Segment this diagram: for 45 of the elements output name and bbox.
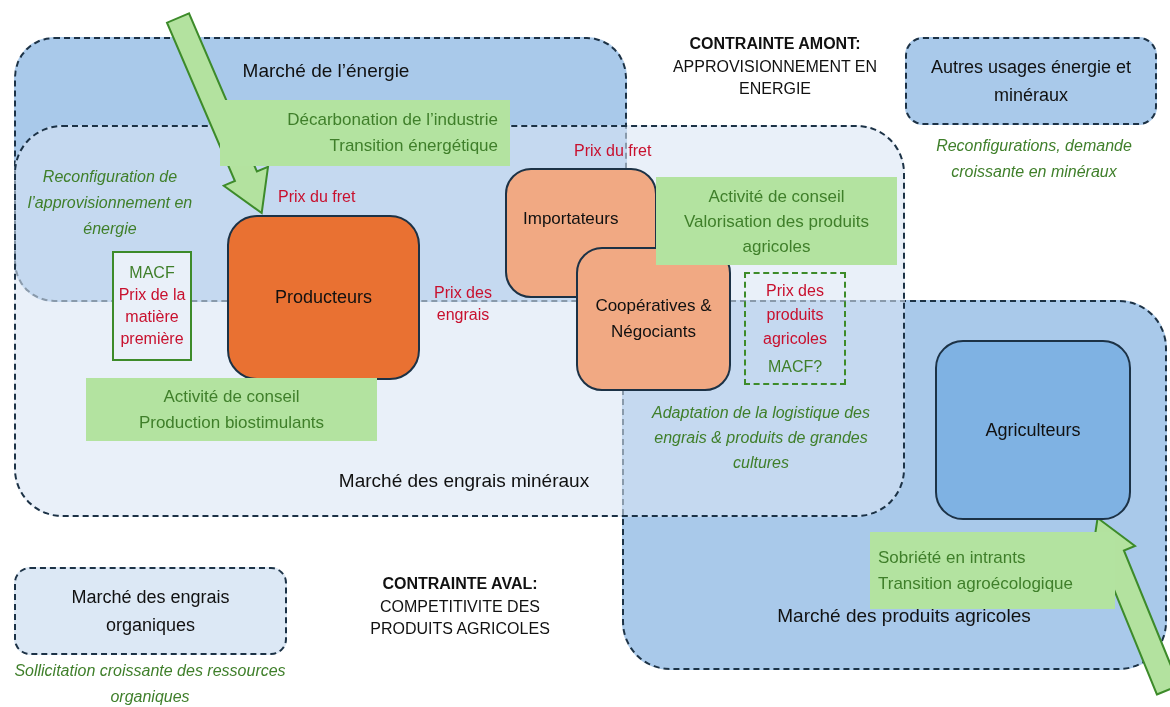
box-label: Activité de conseil [163,385,300,408]
box-label: Activité de conseil [708,185,845,208]
actor-box [935,340,1131,520]
box-label: Agriculteurs [985,418,1081,442]
note-text: Reconfigurations, demande croissante en minéraux [935,136,1133,182]
box-label: MACF [129,263,175,283]
constraint-text: COMPETITIVITE DES PRODUITS AGRICOLES [369,597,551,639]
note-text: Adaptation de la logistique des engrais & produits de grandes cultures [650,403,871,473]
highlight-box [656,177,897,265]
box-label: MACF? [767,356,823,377]
note-text: Sollicitation croissante des ressources organiques [13,661,287,707]
note-text: Reconfiguration de l’approvisionnement en énergie [26,167,194,239]
highlight-box [220,100,510,166]
outlined-box [112,251,192,361]
box-label: Valorisation des produits agricoles [683,210,870,258]
market-region [14,567,287,655]
market-region [14,125,905,517]
box-label: Autres usages énergie et minéraux [929,56,1133,107]
box-label: Marché de l’énergie [241,59,411,83]
box-label: Prix des produits agricoles [762,280,828,349]
actor-box [227,215,420,380]
box-label: Production biostimulants [138,411,325,434]
highlight-box [870,532,1115,609]
box-label: Producteurs [274,286,373,309]
box-label: Prix de la matière première [117,285,187,349]
constraint-heading: CONTRAINTE AVAL: [381,574,539,594]
price-label: Prix du fret [574,141,653,161]
box-label: Marché des engrais organiques [70,586,231,637]
actor-box [576,247,731,391]
box-label: Marché des engrais minéraux [337,469,591,493]
outlined-box [744,272,846,385]
block-arrow [165,12,270,215]
box-label: Transition énergétique [329,135,498,157]
box-label: Marché des produits agricoles [776,604,1032,628]
price-label: Prix des engrais [433,283,493,325]
box-label: Sobriété en intrants [878,546,1026,569]
box-label: Coopératives & Négociants [594,295,713,343]
box-label: Décarbonation de l’industrie [287,109,498,131]
price-label: Prix du fret [278,187,357,207]
box-label: Transition agroécologique [878,572,1073,595]
box-label: Importateurs [523,208,619,230]
market-region [905,37,1157,125]
constraint-text: APPROVISIONNEMENT EN ENERGIE [671,57,879,99]
constraint-heading: CONTRAINTE AMONT: [688,34,862,54]
highlight-box [86,378,377,441]
